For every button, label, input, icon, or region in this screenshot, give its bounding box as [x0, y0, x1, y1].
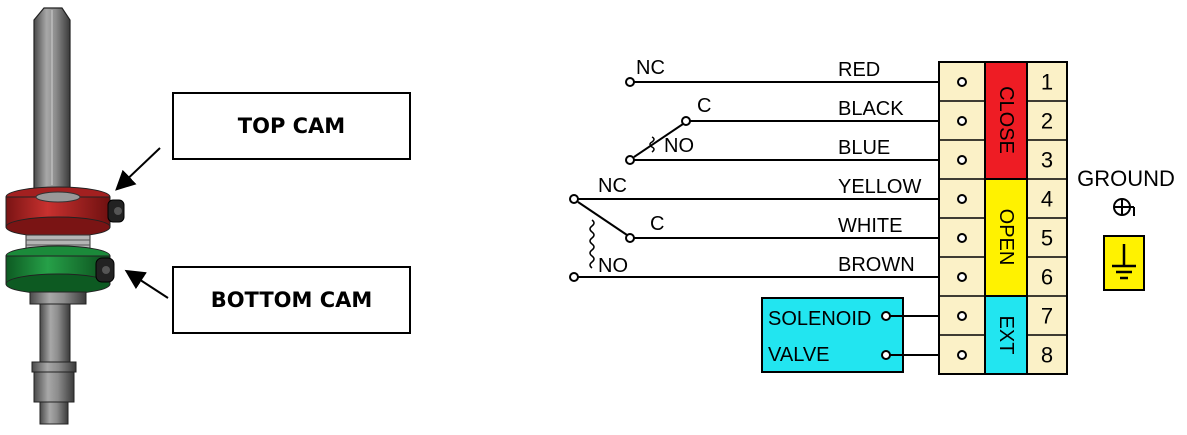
solenoid-wires — [881, 311, 939, 360]
switch1-c-node — [681, 116, 691, 126]
switch2-no-node — [569, 272, 579, 282]
screw-4 — [957, 194, 967, 204]
ground-icon — [1112, 244, 1136, 280]
terminal-number-1: 1 — [1041, 70, 1053, 95]
screw-6 — [957, 272, 967, 282]
solenoid-terminal-2 — [881, 350, 891, 360]
terminal-number-6: 6 — [1041, 265, 1053, 290]
screw-7 — [957, 311, 967, 321]
switch2-no-label: NO — [598, 255, 628, 277]
screw-2 — [957, 116, 967, 126]
cam-shaft-illustration — [5, 7, 125, 425]
switch1-no-label: NO — [664, 135, 694, 157]
switch1-nc-label: NC — [636, 57, 665, 79]
wire-label-red: RED — [838, 59, 880, 81]
solenoid-line2: VALVE — [768, 344, 830, 366]
terminal-number-7: 7 — [1041, 304, 1053, 329]
terminal-number-4: 4 — [1041, 187, 1053, 212]
switch1-nc-node — [625, 77, 635, 87]
wire-label-black: BLACK — [838, 98, 904, 120]
group-close-label: CLOSE — [995, 86, 1017, 154]
switch2-nc-node — [569, 194, 579, 204]
group-open-label: OPEN — [995, 209, 1017, 266]
limit-switch-bottom — [569, 194, 635, 282]
terminal-number-8: 8 — [1041, 343, 1053, 368]
solenoid-valve-box — [761, 297, 904, 373]
screw-3 — [957, 155, 967, 165]
wire-label-brown: BROWN — [838, 254, 915, 276]
ground-terminal-icon — [1113, 198, 1135, 216]
limit-switch-top — [625, 77, 691, 165]
terminal-screws — [957, 77, 967, 360]
group-ext-label: EXT — [995, 316, 1017, 355]
switch1-no-node — [625, 155, 635, 165]
solenoid-line1: SOLENOID — [768, 308, 871, 330]
shaft-lower — [39, 303, 71, 365]
bottom-cam-callout: BOTTOM CAM — [172, 266, 411, 334]
terminal-number-5: 5 — [1041, 226, 1053, 251]
wire-label-white: WHITE — [838, 215, 902, 237]
switch2-c-label: C — [650, 213, 664, 235]
screw-8 — [957, 350, 967, 360]
terminal-number-3: 3 — [1041, 148, 1053, 173]
wire-lines — [574, 81, 939, 278]
top-cam-callout: TOP CAM — [172, 92, 411, 160]
screw-1 — [957, 77, 967, 87]
solenoid-terminal-1 — [881, 311, 891, 321]
top-cam-label: TOP CAM — [237, 114, 346, 138]
switch2-nc-label: NC — [598, 175, 627, 197]
switch1-c-label: C — [697, 95, 711, 117]
screw-5 — [957, 233, 967, 243]
wire-label-yellow: YELLOW — [838, 176, 921, 198]
wire-label-blue: BLUE — [838, 137, 890, 159]
switch2-c-node — [625, 233, 635, 243]
bottom-cam-label: BOTTOM CAM — [210, 288, 373, 312]
ground-label: GROUND — [1077, 166, 1175, 191]
terminal-number-2: 2 — [1041, 109, 1053, 134]
